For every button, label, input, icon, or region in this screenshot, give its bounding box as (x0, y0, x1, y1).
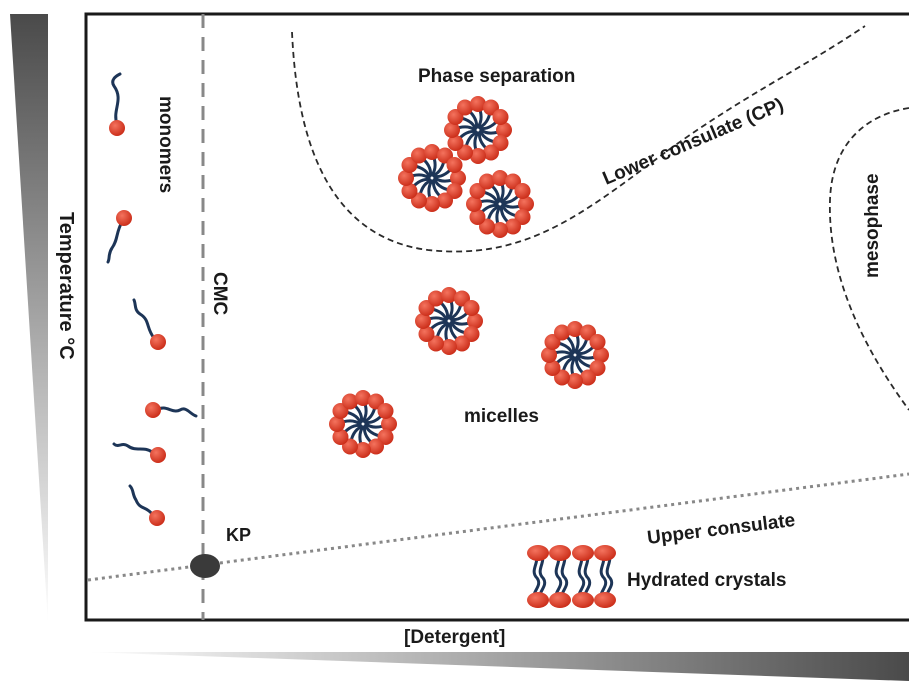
detergent-axis-label: [Detergent] (404, 627, 505, 648)
monomer-group (106, 72, 198, 526)
micelle-group (329, 96, 609, 458)
micelle-icon (466, 170, 534, 238)
monomer-icon (109, 72, 125, 136)
lower-consulate-curve (291, 25, 866, 253)
monomer-icon (128, 484, 165, 526)
kp-point (190, 554, 220, 578)
monomers-label: monomers (155, 96, 176, 193)
hydrated-crystals-label: Hydrated crystals (627, 570, 786, 591)
cmc-label: CMC (209, 272, 230, 316)
mesophase-label: mesophase (862, 173, 883, 278)
upper-consulate-line (87, 472, 909, 582)
micelle-icon (415, 287, 483, 355)
micelle-icon (444, 96, 512, 164)
micelles-label: micelles (464, 406, 539, 427)
hydrated-crystal-group (527, 545, 616, 608)
detergent-gradient-wedge (86, 652, 909, 681)
temperature-axis-label: Temperature °C (55, 212, 77, 360)
mesophase-boundary-curve (829, 107, 909, 411)
micelle-icon (398, 144, 466, 212)
phase-separation-label: Phase separation (418, 66, 575, 87)
monomer-icon (112, 442, 166, 463)
hydrated-crystal-icon (527, 545, 616, 608)
kp-label: KP (226, 525, 251, 545)
monomer-icon (106, 210, 132, 264)
monomer-icon (132, 298, 166, 350)
micelle-icon (329, 390, 397, 458)
monomer-icon (145, 402, 198, 418)
temperature-gradient-wedge (10, 14, 48, 624)
micelle-icon (541, 321, 609, 389)
